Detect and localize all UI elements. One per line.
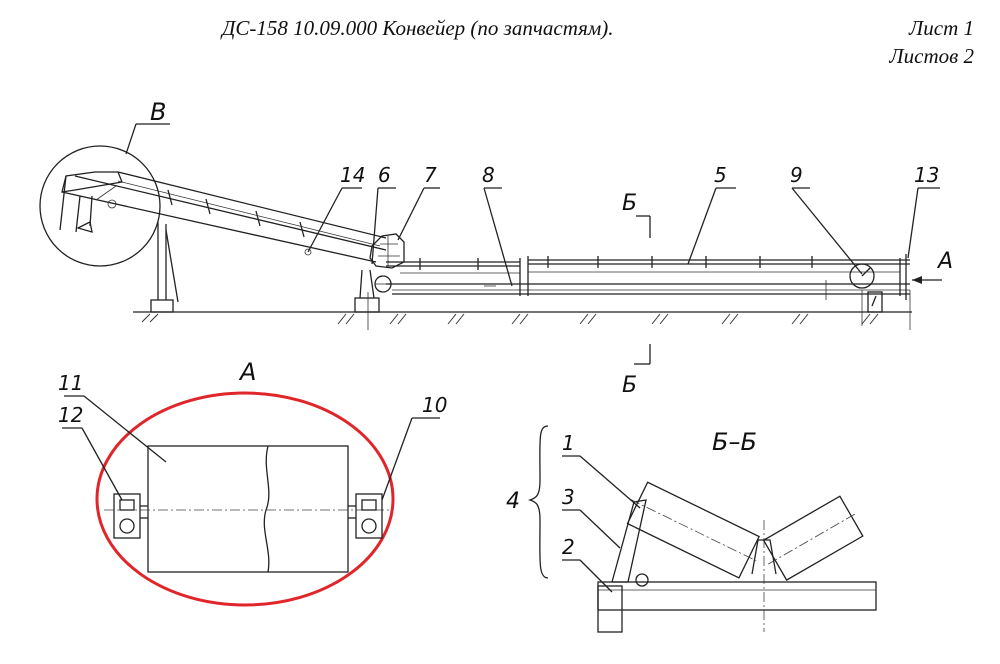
callout-2: 2 — [562, 535, 575, 559]
callout-11: 11 — [58, 371, 83, 395]
section-mark-bottom: Б — [622, 373, 637, 398]
callout-4: 4 — [506, 489, 520, 514]
section-mark-top: Б — [622, 191, 637, 216]
section-title: Б–Б — [712, 428, 757, 456]
view-a-arrow-label: А — [936, 249, 953, 274]
sheet-number: Лист 1 — [909, 16, 974, 40]
callout-7: 7 — [424, 163, 437, 187]
document-title: ДС-158 10.09.000 Конвейер (по запчастям)… — [222, 16, 614, 40]
sheet-total: Листов 2 — [889, 44, 974, 68]
callout-10: 10 — [422, 393, 447, 417]
callout-5: 5 — [714, 163, 727, 187]
view-b-label: В — [150, 98, 166, 126]
view-a-title: А — [238, 358, 256, 386]
callout-6: 6 — [378, 163, 391, 187]
callout-1: 1 — [562, 431, 575, 455]
callout-14: 14 — [340, 163, 365, 187]
callout-13: 13 — [914, 163, 939, 187]
view-a: А 11 12 10 — [58, 358, 447, 607]
main-view: В А Б Б 14 6 7 8 5 9 13 — [39, 98, 953, 398]
ground-hatching — [141, 313, 879, 325]
callout-8: 8 — [482, 163, 495, 187]
callout-12: 12 — [58, 403, 83, 427]
highlight-ellipse — [95, 391, 395, 607]
callout-9: 9 — [790, 163, 803, 187]
view-b-circle — [39, 145, 161, 267]
callout-3: 3 — [562, 485, 575, 509]
section-b-b: Б–Б 4 1 3 2 — [506, 425, 877, 633]
